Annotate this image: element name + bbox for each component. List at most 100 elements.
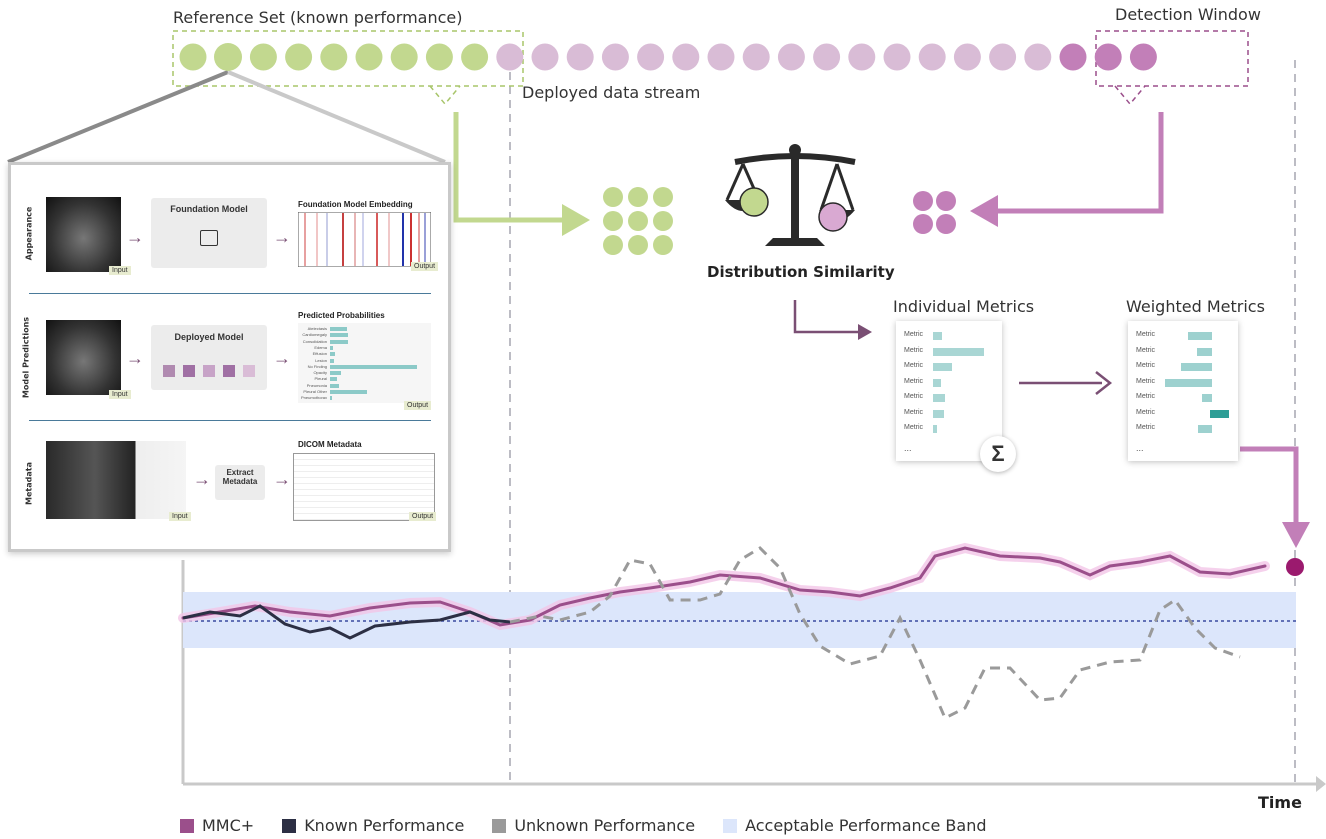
stream-dot [707, 43, 735, 71]
foundation-model-box: Foundation Model [151, 198, 267, 268]
embedding-stripe [376, 213, 378, 266]
embedding-stripe [316, 213, 318, 266]
stream-dot [672, 43, 700, 71]
output-tag: Output [404, 401, 432, 410]
reference-set-label: Reference Set (known performance) [173, 8, 463, 27]
metric-bar [933, 394, 945, 402]
metric-label: Metric [1136, 346, 1156, 354]
window-sample-dot [913, 214, 933, 234]
probability-label: Consolidation [302, 338, 327, 344]
probability-label: Lesion [315, 357, 327, 363]
stream-dot [390, 43, 418, 71]
probability-bar [330, 396, 332, 401]
probability-label: Atelectasis [307, 326, 327, 331]
distribution-similarity-label: Distribution Similarity [707, 263, 895, 281]
metric-bar [933, 425, 938, 433]
metric-label: Metric [1136, 408, 1156, 416]
deployed-model-box: Deployed Model [151, 325, 267, 390]
metric-label: Metric [1136, 393, 1156, 400]
input-tag: Input [109, 390, 131, 399]
legend: MMC+ Known Performance Unknown Performan… [180, 816, 986, 835]
metric-label: Metric [904, 424, 924, 431]
stream-dot [883, 43, 911, 71]
reference-sample-dot [603, 235, 623, 255]
stream-dot [742, 43, 770, 71]
stream-dot [355, 43, 383, 71]
reference-sample-dot [603, 211, 623, 231]
legend-item-known: Known Performance [282, 816, 464, 835]
window-sample-dot [913, 191, 933, 211]
metric-bar [1165, 378, 1212, 387]
reference-sample-dot [628, 211, 648, 231]
deployed-stream-label: Deployed data stream [522, 83, 701, 102]
individual-metrics-label: Individual Metrics [893, 297, 1035, 316]
probability-label: Opacity [313, 370, 327, 376]
metric-bar [1181, 363, 1212, 371]
reference-sample-dot [628, 235, 648, 255]
embedding-stripe [402, 213, 404, 266]
metric-ellipsis: ... [1136, 443, 1144, 453]
metric-bar [1188, 332, 1212, 340]
stream-dot [531, 43, 559, 71]
stream-dot [496, 43, 524, 71]
stream-dot [461, 43, 489, 71]
metric-bar [933, 378, 941, 387]
input-tag: Input [169, 512, 191, 521]
sum-badge: Σ [980, 436, 1016, 472]
row-label-metadata: Metadata [24, 462, 34, 505]
image-icon [200, 230, 218, 246]
legend-item-band: Acceptable Performance Band [723, 816, 986, 835]
metric-bar [1210, 409, 1229, 418]
embedding-stripe [418, 213, 420, 266]
probability-label: Pleural Other [303, 389, 327, 394]
probability-bar [330, 345, 333, 350]
metric-label: Metric [1136, 424, 1156, 431]
legend-item-unknown: Unknown Performance [492, 816, 695, 835]
feature-panel: Appearance Input → Foundation Model → Fo… [8, 162, 451, 552]
stream-dot [637, 43, 665, 71]
metric-label: Metric [904, 346, 924, 354]
stream-dot [953, 43, 981, 71]
metric-label: Metric [1136, 377, 1156, 385]
output-tag: Output [411, 262, 439, 271]
metric-bar [933, 347, 984, 356]
detection-window-label: Detection Window [1115, 5, 1261, 24]
stream-dot [1059, 43, 1087, 71]
probabilities-title: Predicted Probabilities [298, 311, 385, 320]
probability-bar [330, 339, 349, 344]
stream-dot [425, 43, 453, 71]
dicom-table [293, 453, 435, 521]
arrow-icon: → [273, 469, 291, 489]
stream-dot [813, 43, 841, 71]
metric-label: Metric [904, 331, 924, 338]
arrow-icon: → [193, 469, 211, 489]
input-tag: Input [109, 266, 131, 275]
xray-image [46, 320, 121, 395]
metric-bar [933, 332, 942, 340]
metric-bar [1201, 394, 1212, 402]
stream-dot [918, 43, 946, 71]
metric-label: Metric [904, 408, 924, 416]
probability-bar [330, 352, 335, 357]
reference-sample-dot [603, 187, 623, 207]
reference-sample-dot [653, 211, 673, 231]
stream-dot [285, 43, 313, 71]
metric-bar [933, 409, 945, 418]
probability-label: Cardiomegaly [302, 332, 327, 338]
probability-label: Effusion [312, 351, 327, 357]
probability-bar [330, 333, 349, 338]
embedding-title: Foundation Model Embedding [298, 200, 413, 209]
stream-dot [320, 43, 348, 71]
stream-dot [848, 43, 876, 71]
stream-dot [179, 43, 207, 71]
dicom-title: DICOM Metadata [298, 440, 362, 449]
stream-dot [1129, 43, 1157, 71]
xray-with-dicom-image [46, 441, 186, 519]
reference-sample-dot [628, 187, 648, 207]
output-tag: Output [409, 512, 437, 521]
row-label-predictions: Model Predictions [21, 316, 31, 399]
probability-bar [330, 364, 418, 369]
